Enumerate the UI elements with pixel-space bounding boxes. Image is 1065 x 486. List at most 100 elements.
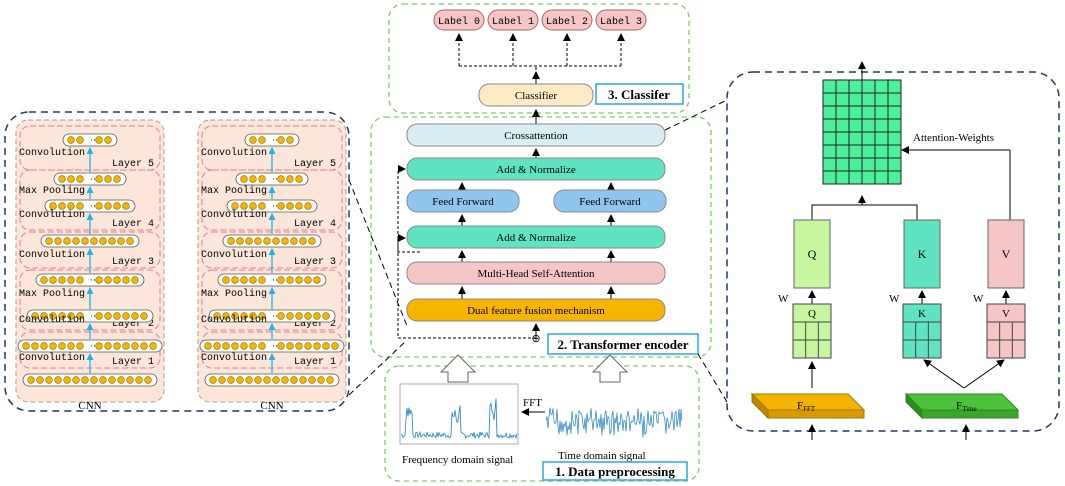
cnn-layer-label: Layer 5 — [294, 159, 336, 170]
cnn-neuron — [63, 376, 71, 384]
add-normalize-bottom-label: Add & Normalize — [496, 232, 576, 244]
cnn-neuron — [117, 376, 125, 384]
cnn-neuron — [95, 202, 103, 210]
cnn-neuron — [58, 175, 66, 183]
v-box — [987, 219, 1025, 289]
cnn-neuron — [272, 376, 280, 384]
frequency-label: Frequency domain signal — [402, 454, 513, 466]
wk-label: K — [918, 308, 926, 320]
wv-matrix — [986, 303, 1026, 359]
cnn-neuron — [209, 376, 217, 384]
cnn-neuron — [295, 342, 303, 350]
label-1: Label 1 — [492, 16, 534, 28]
time-signal-plot — [545, 407, 683, 438]
attention-panel: Attention-Weights Q K V W W W Q K V FF — [726, 61, 1060, 440]
cnn-connector — [348, 179, 408, 396]
cnn-neuron — [67, 342, 75, 350]
fusion-box — [406, 298, 666, 322]
cnn-neuron — [313, 342, 321, 350]
cnn-neuron — [104, 342, 112, 350]
v-label: V — [1002, 247, 1011, 261]
label-3-box: Label 3 — [595, 9, 647, 31]
cnn-neuron — [95, 136, 103, 144]
cnn-op-label: Convolution — [19, 147, 85, 159]
cnn-neuron — [81, 237, 89, 245]
cnn-neuron — [63, 237, 71, 245]
cnn-op-label: Max Pooling — [201, 185, 267, 197]
cnn-layer-label: Layer 1 — [294, 357, 336, 368]
classifier-section: Label 0 Label 1 Label 2 Label 3 Classifi… — [388, 3, 690, 114]
cnn-neuron — [277, 175, 285, 183]
cnn-neuron — [290, 376, 298, 384]
cnn-neuron — [245, 376, 253, 384]
f-fft-label: FFFT — [797, 400, 816, 413]
cnn-neuron — [231, 202, 239, 210]
cnn-neuron — [286, 342, 294, 350]
cnn-neuron — [240, 175, 248, 183]
cnn-neuron — [286, 312, 294, 320]
cnn-neuron — [113, 342, 121, 350]
cnn-neuron — [67, 312, 75, 320]
cnn-neuron — [313, 312, 321, 320]
cnn-label: CNN — [78, 400, 101, 412]
preprocessing-title-box — [542, 461, 688, 481]
cnn-neuron — [286, 276, 294, 284]
cnn-neuron — [218, 376, 226, 384]
cnn-neuron — [258, 312, 266, 320]
cnn-neuron — [140, 342, 148, 350]
classifier-title-box — [595, 83, 684, 105]
crossattention-label: Crossattention — [504, 130, 568, 142]
cnn-neuron — [277, 342, 285, 350]
cnn-neuron — [31, 342, 39, 350]
cnn-layer-label: Layer 2 — [294, 319, 336, 330]
label-2: Label 2 — [546, 16, 588, 28]
preprocessing-title: 1. Data preprocessing — [555, 464, 675, 479]
cnn-neuron — [290, 237, 298, 245]
classifier-title: 3. Classifer — [608, 87, 670, 102]
cnn-neuron — [72, 237, 80, 245]
cnn-neuron — [240, 312, 248, 320]
cnn-neuron — [295, 276, 303, 284]
cnn-ellipsis: ··· — [272, 341, 281, 351]
cnn-neuron — [304, 276, 312, 284]
cnn-neuron — [135, 376, 143, 384]
f-time-slab — [904, 392, 1020, 420]
cnn-neuron — [258, 175, 266, 183]
hollow-arrow-left — [439, 354, 477, 383]
cnn-neuron — [108, 237, 116, 245]
cnn-ellipsis: ··· — [90, 135, 99, 145]
w-label-k: W — [889, 293, 900, 305]
cnn-neuron — [117, 237, 125, 245]
cnn-neuron — [104, 202, 112, 210]
cnn-neuron — [272, 237, 280, 245]
cnn-neuron — [308, 237, 316, 245]
cnn-op-label: Convolution — [201, 314, 267, 326]
cnn-neuron — [58, 342, 66, 350]
label-1-box: Label 1 — [487, 9, 539, 31]
cnn-neuron — [249, 175, 257, 183]
cnn-neuron — [45, 376, 53, 384]
cnn-ellipsis: ··· — [272, 311, 281, 321]
plus-symbol: ⊕ — [531, 333, 540, 345]
wv-label: V — [1002, 308, 1010, 320]
cnn-neuron — [113, 202, 121, 210]
f-time-label: FTime — [956, 400, 977, 413]
cnn-feature-row — [26, 309, 154, 323]
attention-connector — [664, 99, 728, 403]
cnn-neuron — [45, 237, 53, 245]
cnn-neuron — [277, 312, 285, 320]
cnn-neuron — [49, 312, 57, 320]
cnn-neuron — [67, 202, 75, 210]
cnn-feature-row — [226, 199, 318, 213]
cnn-ellipsis: ··· — [272, 275, 281, 285]
cnn-neuron — [227, 237, 235, 245]
cnn-op-label: Max Pooling — [201, 288, 267, 300]
cnn-neuron — [231, 276, 239, 284]
cnn-neuron — [49, 202, 57, 210]
cnn-neuron — [299, 237, 307, 245]
cnn-neuron — [76, 202, 84, 210]
cnn-ellipsis: ··· — [90, 311, 99, 321]
cnn-neuron — [277, 276, 285, 284]
